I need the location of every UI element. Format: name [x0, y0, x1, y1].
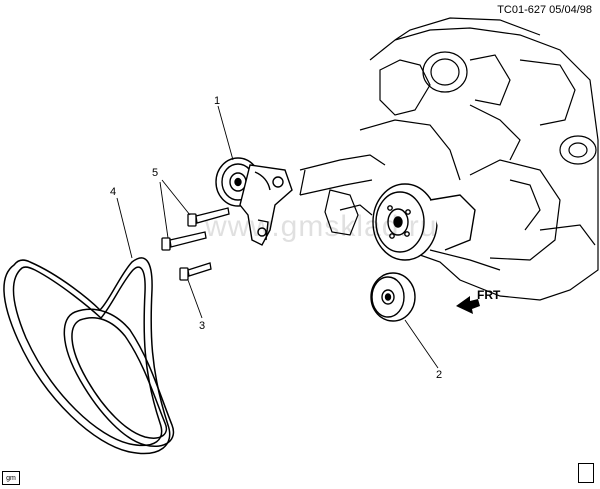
- callout-1: 1: [214, 95, 221, 107]
- leader-lines: [116, 105, 439, 369]
- front-direction-label: FRT: [477, 288, 501, 302]
- leader-1: [217, 105, 234, 161]
- leader-4: [116, 197, 133, 259]
- bolt-upper: [187, 207, 230, 227]
- watermark: www.gmsklad.ru: [205, 210, 438, 243]
- front-arrow-icon: [456, 296, 480, 314]
- serpentine-belt: [3, 257, 175, 455]
- callout-5: 5: [152, 167, 159, 179]
- drawing-code: TC01-627 05/04/98: [497, 4, 592, 16]
- gm-logo: gm: [2, 471, 20, 485]
- water-pump-pulley: [372, 183, 476, 261]
- leader-3: [187, 279, 203, 319]
- callout-2: 2: [436, 369, 443, 381]
- belt-tensioner: [215, 157, 293, 246]
- engine-assembly: [299, 17, 599, 301]
- document-icon: [578, 463, 594, 483]
- bolt-lower: [179, 262, 212, 281]
- leader-5a: [161, 179, 191, 216]
- leader-5b: [159, 181, 169, 239]
- leader-2: [404, 319, 439, 369]
- bolt-middle: [161, 231, 207, 251]
- callout-4: 4: [110, 186, 117, 198]
- callout-3: 3: [199, 320, 206, 332]
- bolts: [161, 207, 230, 281]
- idler-pulley: [370, 272, 416, 322]
